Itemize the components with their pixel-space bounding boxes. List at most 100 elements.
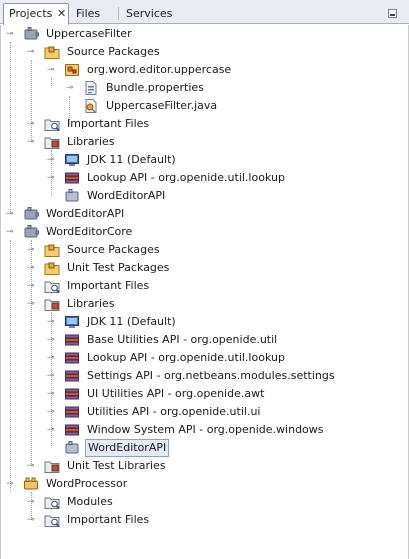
collapse-toggle-icon[interactable]: ⊸	[46, 389, 55, 399]
tree-node-important-files[interactable]: ⊸ Important Files	[1, 277, 409, 295]
collapse-toggle-icon[interactable]: ⊸	[46, 335, 55, 345]
tree-node-uppercasefilter[interactable]: ⊸ UppercaseFilter	[1, 25, 409, 43]
tree-node-label: Libraries	[67, 135, 115, 148]
tab-bar: Projects ✕ Files Services	[0, 0, 409, 25]
tree-node-source-packages[interactable]: ⊸ Source Packages	[1, 241, 409, 259]
tree-node-lib-jdk[interactable]: ⊸ JDK 11 (Default)	[1, 313, 409, 331]
collapse-toggle-icon[interactable]: ⊸	[46, 317, 55, 327]
tree-node-important-files[interactable]: ⊸ Important Files	[1, 511, 409, 529]
collapse-toggle-icon[interactable]: ⊸	[46, 425, 55, 435]
collapse-toggle-icon[interactable]: ⊸	[26, 47, 35, 57]
jar-library-icon	[64, 386, 80, 402]
tree-node-label: Unit Test Libraries	[67, 459, 166, 472]
jar-library-icon	[64, 332, 80, 348]
java-file-icon	[83, 98, 99, 114]
jar-library-icon	[64, 170, 80, 186]
tree-node-label: Window System API - org.openide.windows	[87, 423, 324, 436]
tab-services-label: Services	[126, 7, 173, 20]
jar-library-icon	[64, 404, 80, 420]
collapse-toggle-icon[interactable]: ⊸	[46, 155, 55, 165]
collapse-toggle-icon[interactable]: ⊸	[46, 407, 55, 417]
tab-services[interactable]: Services	[120, 3, 180, 24]
tree-node-label: Important Files	[67, 279, 150, 292]
libraries-icon	[44, 296, 60, 312]
tree-node-important-files[interactable]: ⊸ Important Files	[1, 115, 409, 133]
collapse-toggle-icon[interactable]: ⊸	[46, 371, 55, 381]
package-icon	[64, 62, 80, 78]
leaf-connector-icon: ⊸	[65, 83, 74, 93]
tree-node-lib-lookup[interactable]: ⊸ Lookup API - org.openide.util.lookup	[1, 349, 409, 367]
tree-node-libraries[interactable]: ⊸ Libraries	[1, 295, 409, 313]
tree-node-label: Modules	[67, 495, 113, 508]
tree-node-lib-ui-utilities[interactable]: ⊸ UI Utilities API - org.openide.awt	[1, 385, 409, 403]
tab-projects-label: Projects	[9, 7, 53, 20]
collapse-toggle-icon[interactable]: ⊸	[5, 227, 14, 237]
tab-files-label: Files	[76, 7, 101, 20]
collapse-toggle-icon[interactable]: ⊸	[5, 479, 14, 489]
puzzle-module-icon	[23, 26, 39, 42]
module-dependency-icon	[64, 188, 80, 204]
collapse-toggle-icon[interactable]: ⊸	[26, 497, 35, 507]
tree-node-lib-wordeditorapi-selected[interactable]: WordEditorAPI	[1, 439, 409, 457]
collapse-toggle-icon[interactable]: ⊸	[26, 461, 35, 471]
collapse-toggle-icon[interactable]: ⊸	[26, 245, 35, 255]
important-files-icon	[44, 278, 60, 294]
tree-node-label: Important Files	[67, 513, 150, 526]
properties-file-icon	[83, 80, 99, 96]
collapse-toggle-icon[interactable]: ⊸	[46, 65, 55, 75]
collapse-toggle-icon[interactable]: ⊸	[5, 29, 14, 39]
tree-node-lib-jdk[interactable]: ⊸ JDK 11 (Default)	[1, 151, 409, 169]
source-packages-icon	[44, 242, 60, 258]
tree-node-unit-test-packages[interactable]: ⊸ Unit Test Packages	[1, 259, 409, 277]
tree-node-label: Important Files	[67, 117, 150, 130]
tree-node-libraries[interactable]: ⊸ Libraries	[1, 133, 409, 151]
tree-guide-line	[51, 78, 52, 88]
tree-node-lib-settings[interactable]: ⊸ Settings API - org.netbeans.modules.se…	[1, 367, 409, 385]
collapse-toggle-icon[interactable]: ⊸	[5, 209, 14, 219]
collapse-toggle-icon[interactable]: ⊸	[26, 299, 35, 309]
tree-node-label: Lookup API - org.openide.util.lookup	[87, 351, 285, 364]
minimize-window-button[interactable]	[388, 9, 397, 18]
tab-projects[interactable]: Projects ✕	[3, 3, 69, 25]
tree-node-label: Source Packages	[67, 45, 160, 58]
jar-library-icon	[64, 368, 80, 384]
tree-node-wordeditorcore[interactable]: ⊸ WordEditorCore	[1, 223, 409, 241]
collapse-toggle-icon[interactable]: ⊸	[26, 515, 35, 525]
tree-node-wordeditorapi[interactable]: ⊸ WordEditorAPI	[1, 205, 409, 223]
collapse-toggle-icon[interactable]: ⊸	[46, 173, 55, 183]
collapse-toggle-icon[interactable]: ⊸	[26, 137, 35, 147]
tree-node-java-file[interactable]: UppercaseFilter.java	[1, 97, 409, 115]
tree-node-wordprocessor[interactable]: ⊸ WordProcessor	[1, 475, 409, 493]
tree-node-label: Bundle.properties	[106, 81, 204, 94]
tree-node-label: Base Utilities API - org.openide.util	[87, 333, 278, 346]
collapse-toggle-icon[interactable]: ⊸	[26, 119, 35, 129]
tree-node-unit-test-libraries[interactable]: ⊸ Unit Test Libraries	[1, 457, 409, 475]
puzzle-module-icon	[23, 206, 39, 222]
tree-node-label: WordEditorCore	[46, 225, 133, 238]
tree-node-lib-wordeditorapi[interactable]: WordEditorAPI	[1, 187, 409, 205]
tree-node-package[interactable]: ⊸ org.word.editor.uppercase	[1, 61, 409, 79]
tree-node-source-packages[interactable]: ⊸ Source Packages	[1, 43, 409, 61]
tab-files[interactable]: Files	[70, 3, 120, 24]
module-dependency-icon	[64, 440, 80, 456]
project-tree[interactable]: ⊸ UppercaseFilter ⊸ Source Packages ⊸ or…	[0, 25, 409, 559]
tree-node-lib-lookup[interactable]: ⊸ Lookup API - org.openide.util.lookup	[1, 169, 409, 187]
tree-node-bundle-properties[interactable]: ⊸ Bundle.properties	[1, 79, 409, 97]
tree-guide-line	[31, 492, 32, 520]
tree-node-lib-utilities[interactable]: ⊸ Utilities API - org.openide.util.ui	[1, 403, 409, 421]
collapse-toggle-icon[interactable]: ⊸	[26, 281, 35, 291]
tree-node-label: WordEditorAPI	[85, 439, 170, 457]
tree-node-lib-base-utilities[interactable]: ⊸ Base Utilities API - org.openide.util	[1, 331, 409, 349]
tree-node-label: UppercaseFilter.java	[106, 99, 218, 112]
tree-guide-line	[10, 240, 11, 492]
collapse-toggle-icon[interactable]: ⊸	[46, 353, 55, 363]
tree-node-label: Libraries	[67, 297, 115, 310]
important-files-icon	[44, 116, 60, 132]
tree-guide-line	[69, 96, 70, 124]
collapse-toggle-icon[interactable]: ⊸	[26, 263, 35, 273]
source-packages-icon	[44, 44, 60, 60]
tree-node-label: Lookup API - org.openide.util.lookup	[87, 171, 285, 184]
tree-node-modules[interactable]: ⊸ Modules	[1, 493, 409, 511]
tree-node-lib-window-system[interactable]: ⊸ Window System API - org.openide.window…	[1, 421, 409, 439]
close-icon[interactable]: ✕	[57, 7, 67, 20]
